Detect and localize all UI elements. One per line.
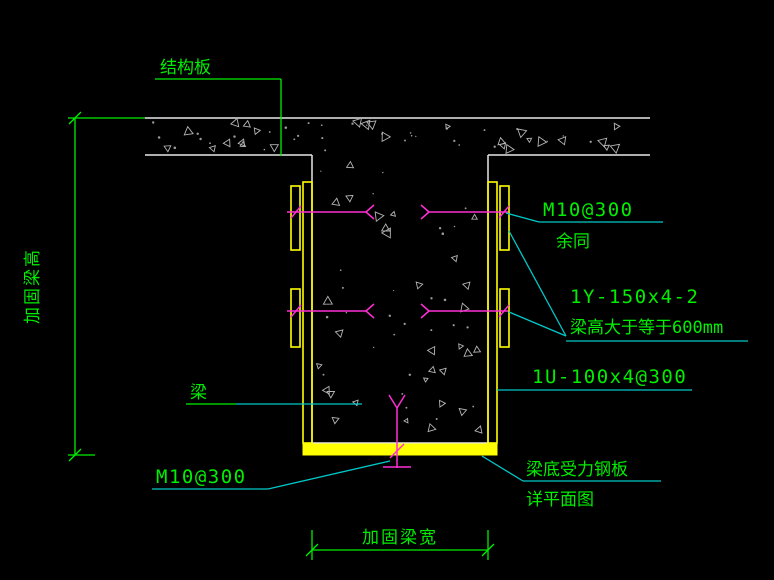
anchor-top-label: M10@300: [543, 199, 634, 221]
dimension-beam-height: 加固梁高: [23, 111, 145, 462]
annotation-side-plate: 1Y-150x4-2 梁高大于等于600mm: [508, 230, 748, 342]
annotation-u-hoop: 1U-100x4@300: [497, 366, 692, 391]
side-steel-plates: [290, 185, 510, 348]
side-plate-spec: 1Y-150x4-2: [570, 286, 699, 308]
annotation-anchor-bottom: M10@300: [152, 460, 391, 490]
concrete-hatch-texture: [152, 119, 621, 434]
annotation-slab: 结构板: [155, 58, 282, 156]
bottom-plate-label: 梁底受力钢板: [526, 460, 628, 480]
beam-outline: [311, 155, 489, 444]
bottom-plate-note: 详平面图: [526, 490, 594, 510]
side-plate-left-upper: [290, 185, 301, 251]
annotation-anchor-top: M10@300 余同: [505, 199, 663, 252]
steel-u-channel: [302, 181, 498, 456]
dimension-beam-width: 加固梁宽: [305, 528, 495, 560]
side-plate-right-lower: [499, 288, 510, 348]
annotation-bottom-plate: 梁底受力钢板 详平面图: [481, 455, 661, 510]
u-channel-left-leg: [302, 181, 313, 444]
slab-outline: [145, 117, 650, 156]
u-hoop-spec: 1U-100x4@300: [532, 366, 687, 388]
beam-label: 梁: [190, 383, 207, 403]
u-channel-right-leg: [487, 181, 498, 444]
anchor-top-note: 余同: [556, 232, 590, 252]
dimension-width-label: 加固梁宽: [362, 528, 438, 548]
bottom-steel-plate: [302, 443, 498, 456]
side-plate-condition: 梁高大于等于600mm: [570, 318, 723, 338]
dimension-height-label: 加固梁高: [23, 248, 43, 324]
anchor-bolt-row-upper: [287, 204, 510, 220]
annotation-beam: 梁: [186, 383, 362, 405]
slab-label: 结构板: [160, 58, 211, 78]
side-plate-left-lower: [290, 288, 301, 348]
anchor-bottom-label: M10@300: [156, 466, 247, 488]
side-plate-right-upper: [499, 185, 510, 251]
anchor-bolt-bottom: [383, 394, 411, 468]
anchor-bolt-row-lower: [287, 303, 510, 319]
